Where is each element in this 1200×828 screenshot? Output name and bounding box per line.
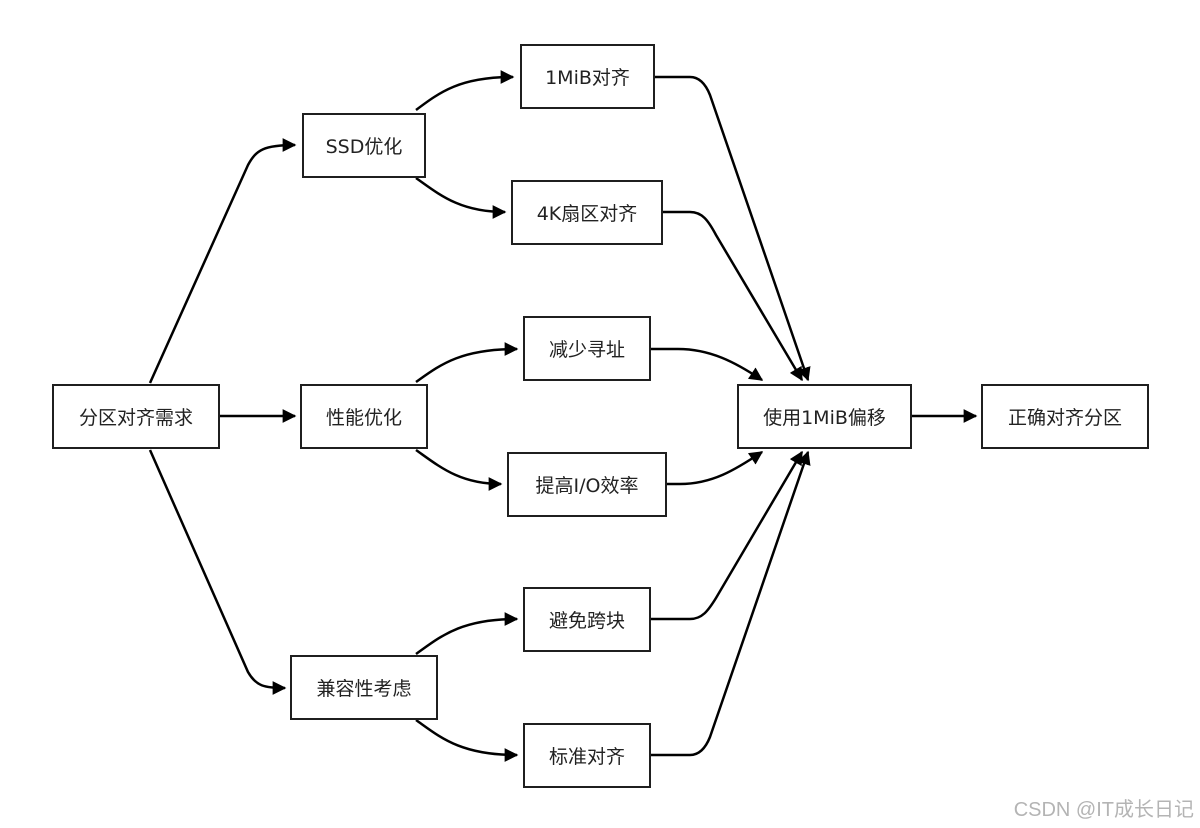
edge-seek-offset — [651, 347, 764, 382]
watermark: CSDN @IT成长日记 — [1013, 799, 1194, 821]
edge-perf-io — [415, 448, 503, 491]
node-ssd-optimization: SSD优化 — [302, 113, 426, 178]
node-avoid-cross-block: 避免跨块 — [523, 587, 651, 652]
node-reduce-seek: 减少寻址 — [523, 316, 651, 381]
edge-root-compat — [148, 449, 287, 695]
edge-compat-cross — [415, 612, 519, 656]
node-1mib-alignment: 1MiB对齐 — [520, 44, 655, 109]
node-compatibility: 兼容性考虑 — [290, 655, 438, 720]
node-performance-optimization: 性能优化 — [300, 384, 428, 449]
edge-compat-standard — [415, 718, 519, 762]
edge-1mib-offset — [655, 75, 811, 382]
edge-perf-seek — [415, 342, 519, 384]
edge-ssd-4k — [415, 176, 507, 219]
edge-4k-offset — [662, 210, 804, 382]
edge-standard-offset — [651, 450, 811, 757]
node-improve-io: 提高I/O效率 — [507, 452, 667, 517]
edge-cross-offset — [651, 450, 804, 621]
edge-io-offset — [667, 450, 764, 486]
node-use-1mib-offset: 使用1MiB偏移 — [737, 384, 912, 449]
edge-ssd-1mib — [415, 70, 515, 112]
node-4k-sector-alignment: 4K扇区对齐 — [511, 180, 663, 245]
node-standard-alignment: 标准对齐 — [523, 723, 651, 788]
node-correct-aligned-partition: 正确对齐分区 — [981, 384, 1149, 449]
node-partition-alignment-need: 分区对齐需求 — [52, 384, 220, 449]
edge-root-ssd — [148, 138, 297, 384]
